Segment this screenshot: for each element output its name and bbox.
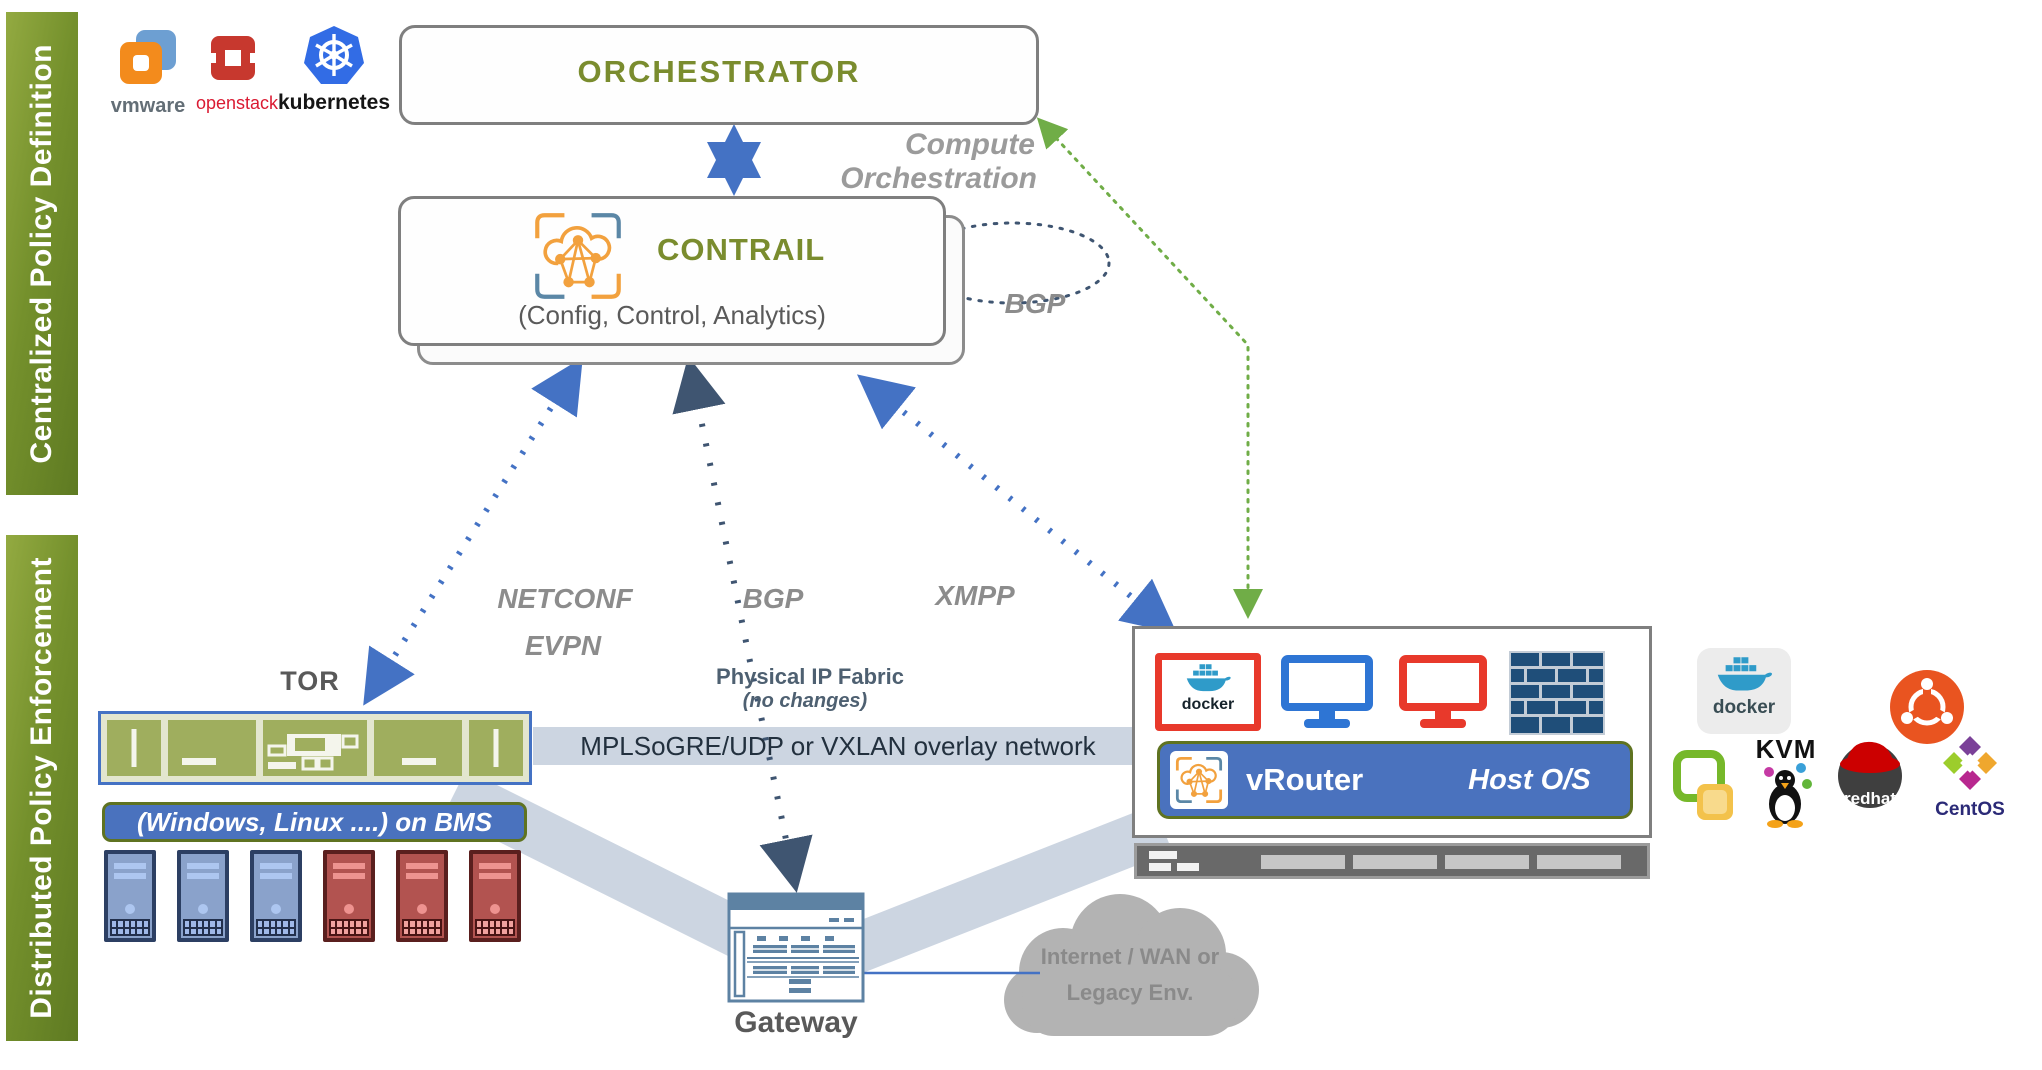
contrail-box: CONTRAIL (Config, Control, Analytics): [398, 196, 946, 346]
kubernetes-logo: kubernetes: [276, 24, 392, 115]
bms-servers: [104, 850, 534, 944]
host-os-label: Host O/S: [1468, 763, 1591, 796]
docker-whale-icon: [1186, 664, 1231, 692]
vmware-label: vmware: [110, 95, 186, 117]
bgp-federation-loop: [913, 221, 1111, 305]
vrouter-label: vRouter: [1246, 762, 1364, 797]
sidebar-centralized-label: Centralized Policy Definition: [25, 43, 58, 464]
no-changes-label: (no changes): [742, 690, 868, 712]
tor-panel: [263, 720, 367, 776]
red-bms-server: [323, 850, 375, 942]
redhat-icon: redhat: [1838, 741, 1902, 808]
tor-panel: [469, 720, 523, 776]
sidebar-centralized-policy: Centralized Policy Definition: [6, 12, 78, 495]
wan-cloud-line1: Internet / WAN or: [1040, 944, 1220, 969]
gateway-label: Gateway: [734, 1006, 858, 1039]
overlay-network-band: [533, 727, 1135, 765]
tor-panel: [107, 720, 161, 776]
gateway-icon: [727, 892, 865, 1003]
tor-label: TOR: [280, 666, 340, 696]
vm-monitor-red-icon: [1399, 655, 1487, 735]
sidebar-distributed-label: Distributed Policy Enforcement: [25, 557, 58, 1019]
bms-banner: (Windows, Linux ....) on BMS: [102, 802, 527, 842]
xmpp-label: XMPP: [935, 580, 1015, 611]
physical-ip-fabric-label: Physical IP Fabric: [716, 664, 904, 689]
contrail-subtitle: (Config, Control, Analytics): [518, 300, 826, 330]
wan-cloud-line2: Legacy Env.: [1066, 980, 1194, 1005]
openstack-label: openstack: [196, 93, 279, 113]
fabric-band-right: [843, 804, 1173, 974]
compute-host-box: docker: [1132, 626, 1652, 838]
ubuntu-icon: [1890, 670, 1964, 744]
vmware-icon: [120, 30, 176, 84]
tor-panel: [167, 720, 256, 776]
redhat-label: redhat: [1844, 789, 1896, 808]
compute-orchestration-label-1: Compute: [905, 128, 1035, 161]
vrouter-contrail-icon: [1170, 751, 1228, 809]
centos-logo: CentOS: [1928, 734, 2012, 830]
server-rack-bar: [1134, 843, 1650, 879]
kvm-label: KVM: [1755, 734, 1817, 764]
bgp-gateway-arrow: [672, 356, 813, 893]
openstack-logo: openstack: [196, 30, 279, 114]
orchestrator-box: ORCHESTRATOR: [399, 25, 1039, 125]
tor-panel: [374, 720, 463, 776]
overlay-network-label: MPLSoGRE/UDP or VXLAN overlay network: [580, 731, 1096, 761]
openstack-icon: [206, 36, 260, 80]
blue-bms-server: [104, 850, 156, 942]
tor-console-detail: [267, 734, 359, 771]
docker-logo: docker: [1697, 648, 1791, 734]
vsphere-icon: [1673, 750, 1733, 820]
vmware-logo: vmware: [105, 26, 191, 118]
wan-cloud-shape: [1004, 894, 1259, 1036]
evpn-label: EVPN: [524, 630, 602, 661]
contrail-icon: [535, 213, 621, 299]
blue-bms-server: [177, 850, 229, 942]
docker-container-label: docker: [1181, 696, 1235, 713]
bgp-label: BGP: [742, 583, 804, 614]
kubernetes-icon: [304, 26, 364, 84]
docker-logo-label: docker: [1712, 697, 1776, 718]
contrail-title: CONTRAIL: [657, 232, 826, 267]
orchestrator-title: ORCHESTRATOR: [577, 54, 861, 89]
firewall-icon: [1509, 651, 1605, 735]
kubernetes-label: kubernetes: [277, 91, 391, 114]
netconf-label: NETCONF: [497, 583, 633, 614]
compute-orchestration-label-2: Orchestration: [840, 162, 1037, 195]
sidebar-distributed-policy: Distributed Policy Enforcement: [6, 535, 78, 1041]
tor-switch: [98, 711, 532, 785]
blue-bms-server: [250, 850, 302, 942]
centos-icon: [1943, 736, 1997, 790]
vm-monitor-blue-icon: [1281, 655, 1373, 735]
kvm-logo: KVM: [1744, 736, 1828, 836]
compute-orchestration-arrow: [1036, 117, 1263, 619]
docker-icon: [1717, 657, 1772, 691]
docker-container-icon: docker: [1155, 653, 1261, 731]
red-bms-server: [469, 850, 521, 942]
vrouter-bar: vRouter Host O/S: [1157, 741, 1633, 819]
red-bms-server: [396, 850, 448, 942]
bgp-federation-label: BGP: [1004, 288, 1066, 319]
centos-label: CentOS: [1935, 799, 2005, 820]
kvm-penguin-icon: [1764, 763, 1812, 828]
